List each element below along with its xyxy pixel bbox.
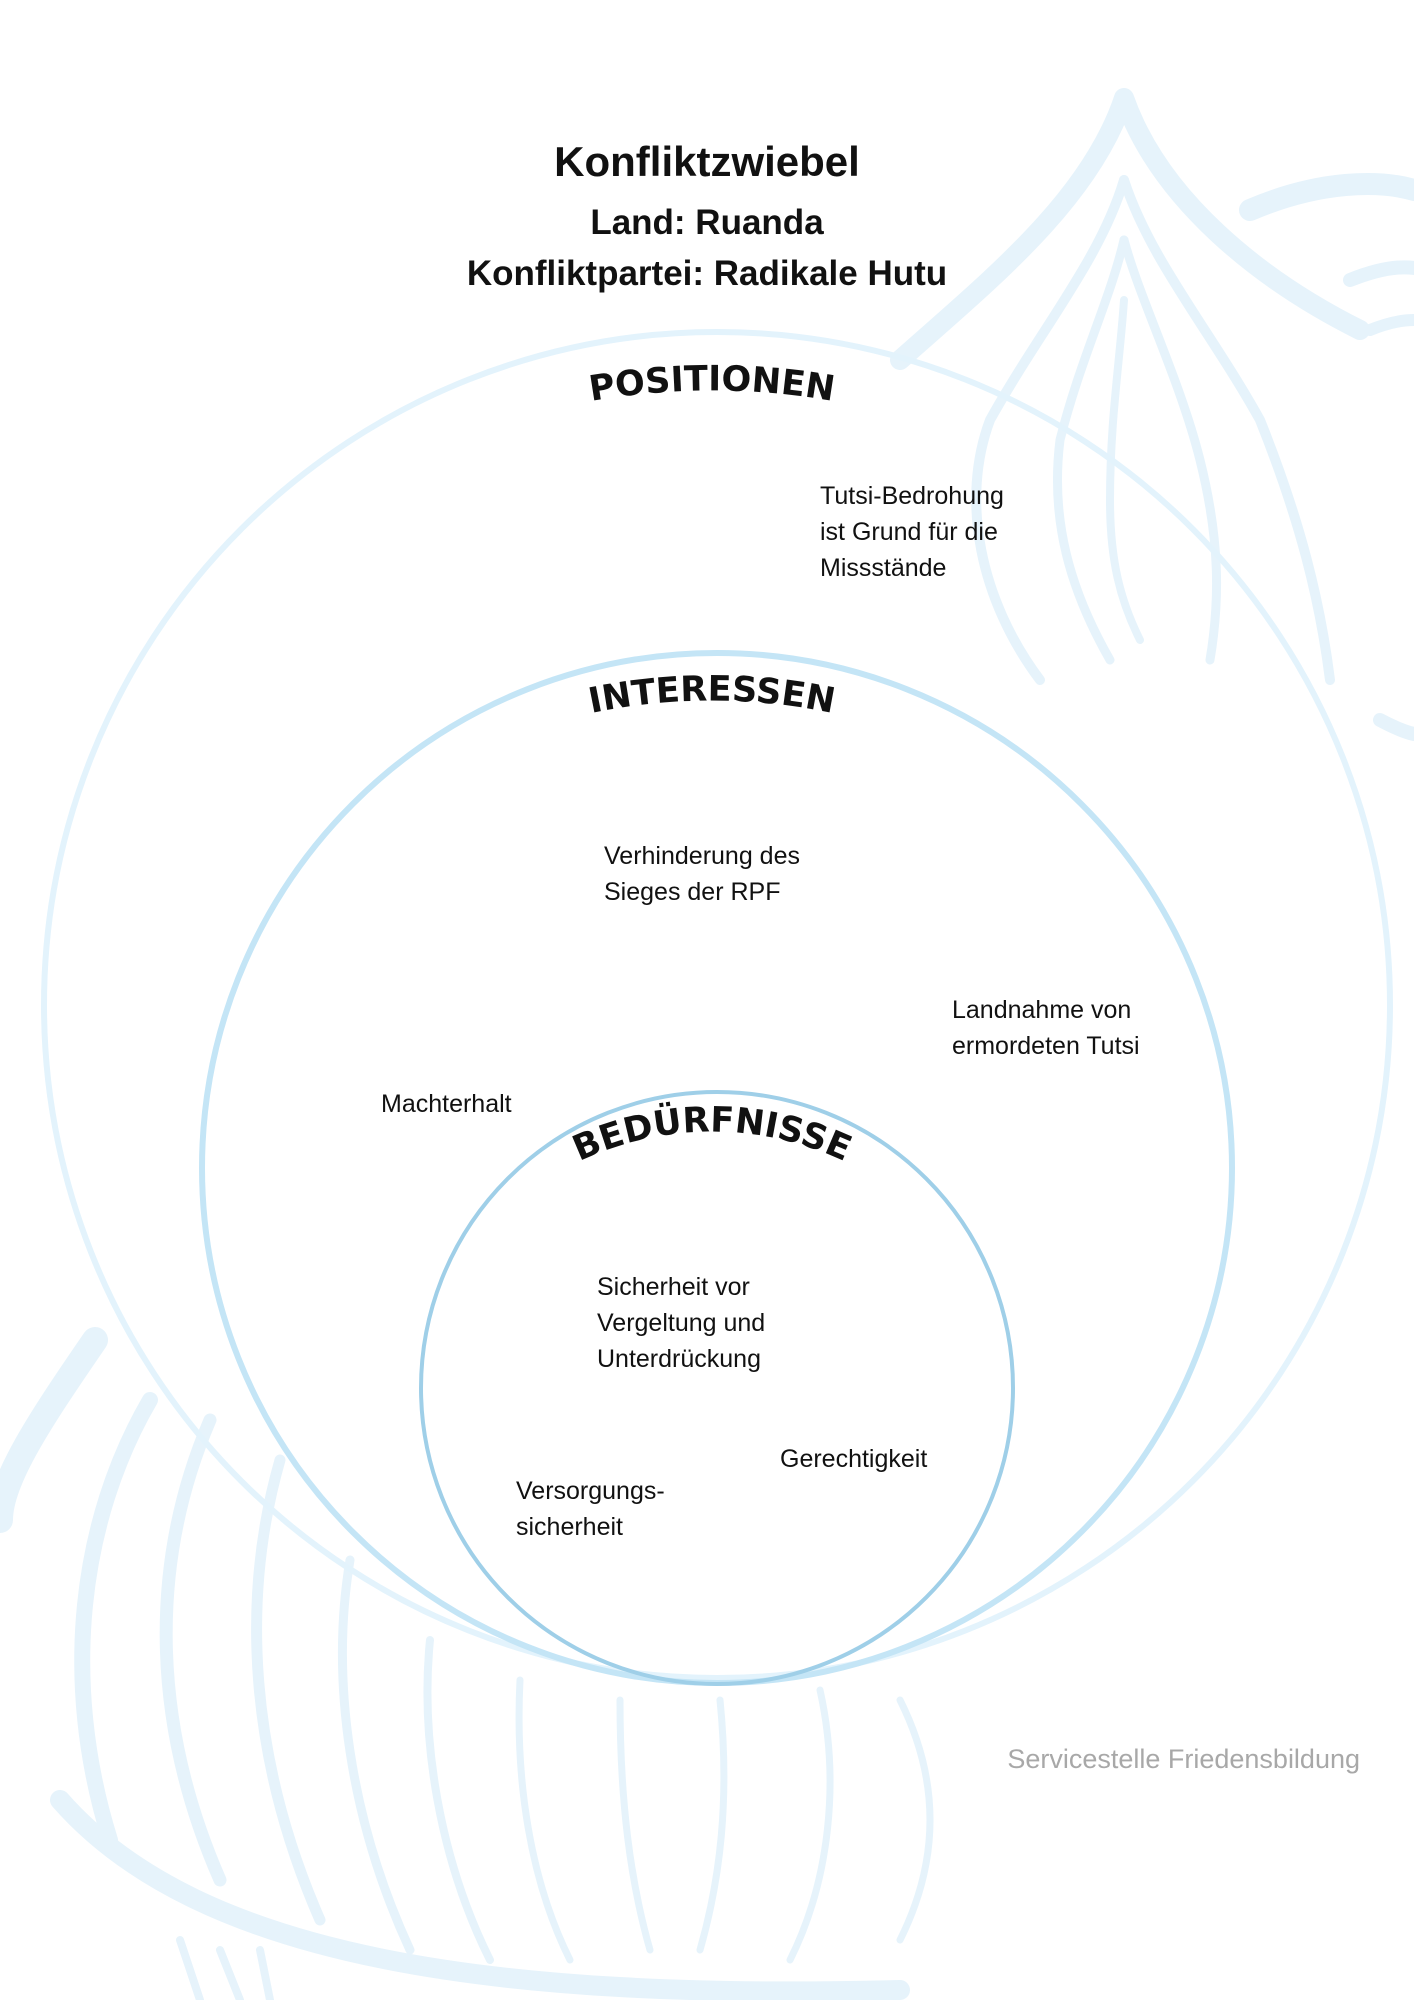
- need-item: Versorgungs- sicherheit: [516, 1477, 665, 1541]
- interest-item: Machterhalt: [381, 1090, 512, 1118]
- interest-item: Landnahme von ermordeten Tutsi: [952, 996, 1140, 1060]
- inner-ring-beduerfnisse: [419, 1090, 1015, 1686]
- onion-tip-layer: [1105, 296, 1144, 644]
- onion-bulb-layer: [251, 1454, 326, 1926]
- onion-bulb-layer: [896, 1696, 934, 1944]
- onion-arc: [1373, 713, 1414, 741]
- layer-label-interessen: INTERESSEN: [585, 669, 838, 721]
- conflict-party-subtitle: Konfliktpartei: Radikale Hutu: [466, 254, 948, 293]
- onion-bulb-outline: [0, 1327, 108, 1533]
- onion-arc: [1239, 173, 1414, 221]
- layer-label-positionen: POSITIONEN: [586, 359, 837, 409]
- need-item: Sicherheit vor Vergeltung und Unterdrück…: [597, 1273, 766, 1373]
- footer-credit: Servicestelle Friedensbildung: [1007, 1744, 1360, 1774]
- onion-tip-layer: [1052, 235, 1129, 665]
- onion-bulb-layer: [159, 1413, 227, 1887]
- onion-tip-layer: [971, 175, 1129, 685]
- onion-tip-outline: [890, 88, 1370, 370]
- onion-bulb-layer: [786, 1686, 834, 1964]
- position-item: Tutsi-Bedrohung ist Grund für die Missst…: [820, 482, 1004, 582]
- onion-arc: [1364, 314, 1414, 336]
- onion-bulb-layer: [616, 1696, 654, 1954]
- onion-bulb-layer: [423, 1636, 494, 1964]
- onion-bulb-layer: [74, 1392, 158, 1848]
- middle-ring-interessen: [199, 650, 1235, 1686]
- outer-ring-positionen: [41, 329, 1393, 1681]
- onion-tip-layer: [1119, 235, 1222, 665]
- onion-tip-layer: [1119, 175, 1335, 685]
- country-subtitle: Land: Ruanda: [590, 203, 824, 242]
- onion-bulb-layer: [338, 1555, 415, 1955]
- onion-bulb-base: [50, 1790, 910, 2000]
- onion-roots: [176, 1936, 274, 2000]
- interest-item: Verhinderung des Sieges der RPF: [604, 842, 800, 906]
- diagram-title: Konfliktzwiebel: [554, 138, 860, 185]
- onion-bulb-layer: [696, 1696, 728, 1954]
- onion-bulb-layer: [515, 1676, 574, 1964]
- onion-arc: [1343, 260, 1414, 287]
- need-item: Gerechtigkeit: [780, 1445, 928, 1473]
